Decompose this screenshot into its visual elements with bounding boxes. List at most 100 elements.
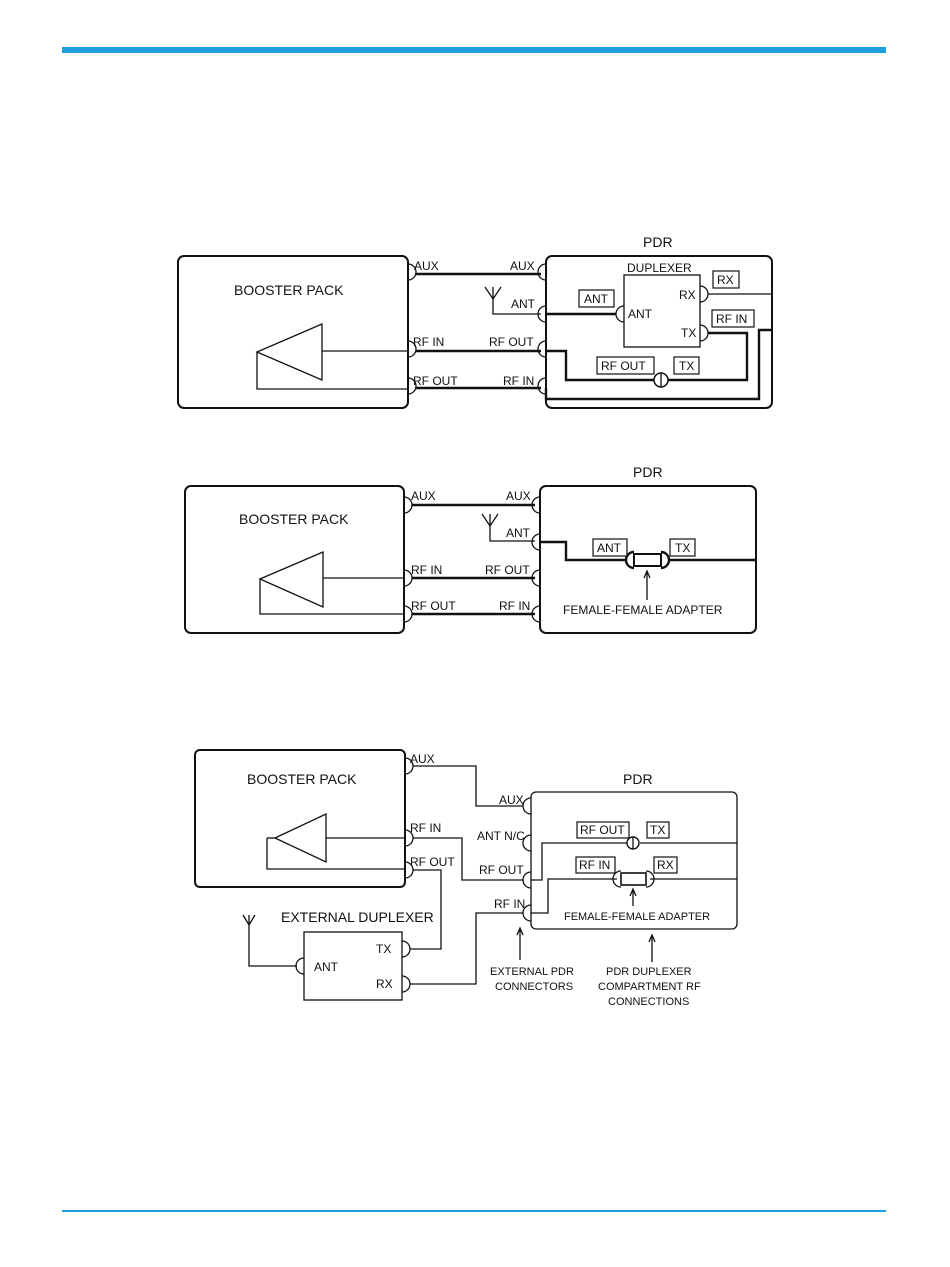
connector-ext-rx: [401, 975, 411, 993]
connector-rf-in-right: [537, 377, 547, 395]
ext-tx-label: TX: [376, 942, 391, 956]
pdr-title: PDR: [623, 771, 653, 787]
amp-output-wire: [259, 579, 404, 615]
tag-tx-box: [646, 821, 670, 839]
pdr-box: [530, 791, 738, 930]
antenna-icon: [484, 286, 541, 315]
pdr-title: PDR: [643, 234, 673, 250]
adapter-label: FEMALE-FEMALE ADAPTER: [563, 603, 723, 617]
aux-right-label: AUX: [506, 489, 531, 503]
adapter-arrow: [643, 569, 651, 600]
tag-ant: ANT: [584, 292, 609, 306]
pdr-compartment-arrow: [648, 933, 656, 962]
connector-rf-out-right: [522, 871, 532, 889]
adapter-ends: [612, 870, 655, 888]
booster-pack-label: BOOSTER PACK: [247, 771, 357, 787]
connector-rf-in-left: [404, 829, 414, 847]
connector-ant-right: [531, 533, 541, 551]
external-duplexer-title: EXTERNAL DUPLEXER: [281, 909, 434, 925]
adapter-arrow: [629, 887, 637, 906]
aux-left-label: AUX: [411, 489, 436, 503]
duplexer-rx-connector: [699, 285, 709, 303]
aux-left-label: AUX: [410, 752, 435, 766]
ant-port-label: ANT: [506, 526, 531, 540]
connector-aux-right: [531, 496, 541, 514]
amp-output-wire: [256, 352, 408, 390]
rf-in-right-label: RF IN: [494, 897, 525, 911]
duplexer-tx-wire: [666, 331, 749, 382]
booster-pack-label: BOOSTER PACK: [239, 511, 349, 527]
aux-right-label: AUX: [499, 793, 524, 807]
diagram-1-pdr-with-duplexer: PDR BOOSTER PACK AUX RF IN RF OUT AUX AN…: [177, 234, 773, 409]
ant-port-label: ANT: [511, 297, 536, 311]
rf-in-internal-wire: [531, 878, 617, 914]
rf-out-right-label: RF OUT: [489, 335, 534, 349]
ext-rx-label: RX: [376, 977, 393, 991]
duplexer-label: DUPLEXER: [627, 261, 692, 275]
pdr-title: PDR: [633, 464, 663, 480]
booster-pack-box: [194, 749, 406, 888]
connector-ext-tx: [401, 940, 411, 958]
female-female-adapter-icon: [633, 553, 662, 567]
tag-tx-box: [673, 356, 700, 375]
connector-aux-right: [522, 797, 532, 815]
adapter-label: FEMALE-FEMALE ADAPTER: [564, 911, 710, 923]
connector-rf-out-left: [407, 377, 417, 395]
connector-rf-out-right: [537, 340, 547, 358]
tag-ant-box: [578, 289, 615, 308]
connector-rf-out-right: [531, 569, 541, 587]
amp-output-wire: [266, 838, 405, 870]
tag-rf-in: RF IN: [716, 312, 747, 326]
amplifier-icon: [255, 323, 323, 381]
ext-rx-to-pdr-rf-in-cable: [410, 912, 523, 985]
tag-rf-out-box: [596, 356, 655, 375]
ext-ant-label: ANT: [314, 960, 339, 974]
rf-out-to-ext-tx-cable: [410, 869, 442, 950]
rf-out-internal-wire: [531, 842, 627, 881]
ant-nc-label: ANT N/C: [477, 829, 525, 843]
ext-antenna-icon: [242, 914, 297, 967]
connector-aux-left: [404, 757, 414, 775]
tag-rf-in: RF IN: [579, 858, 610, 872]
duplexer-tx-connector: [699, 324, 709, 342]
note-external-line-2: CONNECTORS: [495, 981, 573, 993]
rf-out-left-label: RF OUT: [413, 374, 458, 388]
booster-pack-label: BOOSTER PACK: [234, 282, 344, 298]
rf-in-left-label: RF IN: [411, 563, 442, 577]
rf-out-left-label: RF OUT: [410, 855, 455, 869]
ant-to-adapter-wire: [540, 540, 627, 562]
connector-rf-out-left: [403, 605, 413, 623]
tag-rf-out: RF OUT: [580, 823, 625, 837]
connector-rf-in-left: [403, 569, 413, 587]
female-female-adapter-icon: [620, 872, 647, 886]
duplexer-box: [623, 274, 701, 348]
connector-ant-nc: [522, 834, 532, 852]
rf-in-left-label: RF IN: [413, 335, 444, 349]
aux-cable: [413, 765, 523, 807]
rf-out-left-label: RF OUT: [411, 599, 456, 613]
antenna-icon: [481, 513, 535, 542]
note-pdr-line-3: CONNECTIONS: [608, 996, 689, 1008]
rf-in-right-label: RF IN: [499, 599, 530, 613]
aux-right-label: AUX: [510, 259, 535, 273]
diagram-2-pdr-with-adapter: PDR BOOSTER PACK AUX RF IN RF OUT AUX AN…: [184, 464, 757, 634]
connector-rf-in-right: [531, 605, 541, 623]
tag-rf-in-box: [575, 856, 616, 874]
rf-in-right-label: RF IN: [503, 374, 534, 388]
tag-rx-box: [653, 856, 678, 874]
external-connectors-arrow: [516, 926, 524, 960]
note-external-line-1: EXTERNAL PDR: [490, 966, 574, 978]
tag-rf-out-box: [576, 821, 630, 839]
footer-rule: [62, 1210, 886, 1212]
rf-out-right-label: RF OUT: [479, 863, 524, 877]
tag-tx-box: [669, 538, 696, 557]
diagram-3-external-duplexer: BOOSTER PACK AUX RF IN RF OUT PDR AUX AN…: [194, 749, 738, 1008]
tag-rf-in-box: [711, 309, 755, 328]
tag-ant: ANT: [597, 541, 622, 555]
tag-rf-out: RF OUT: [601, 359, 646, 373]
external-duplexer-box: [303, 931, 403, 1001]
connector-aux-right: [537, 263, 547, 281]
rf-in-cable: [413, 837, 523, 881]
rf-out-right-label: RF OUT: [485, 563, 530, 577]
duplexer-rx-label: RX: [679, 288, 696, 302]
